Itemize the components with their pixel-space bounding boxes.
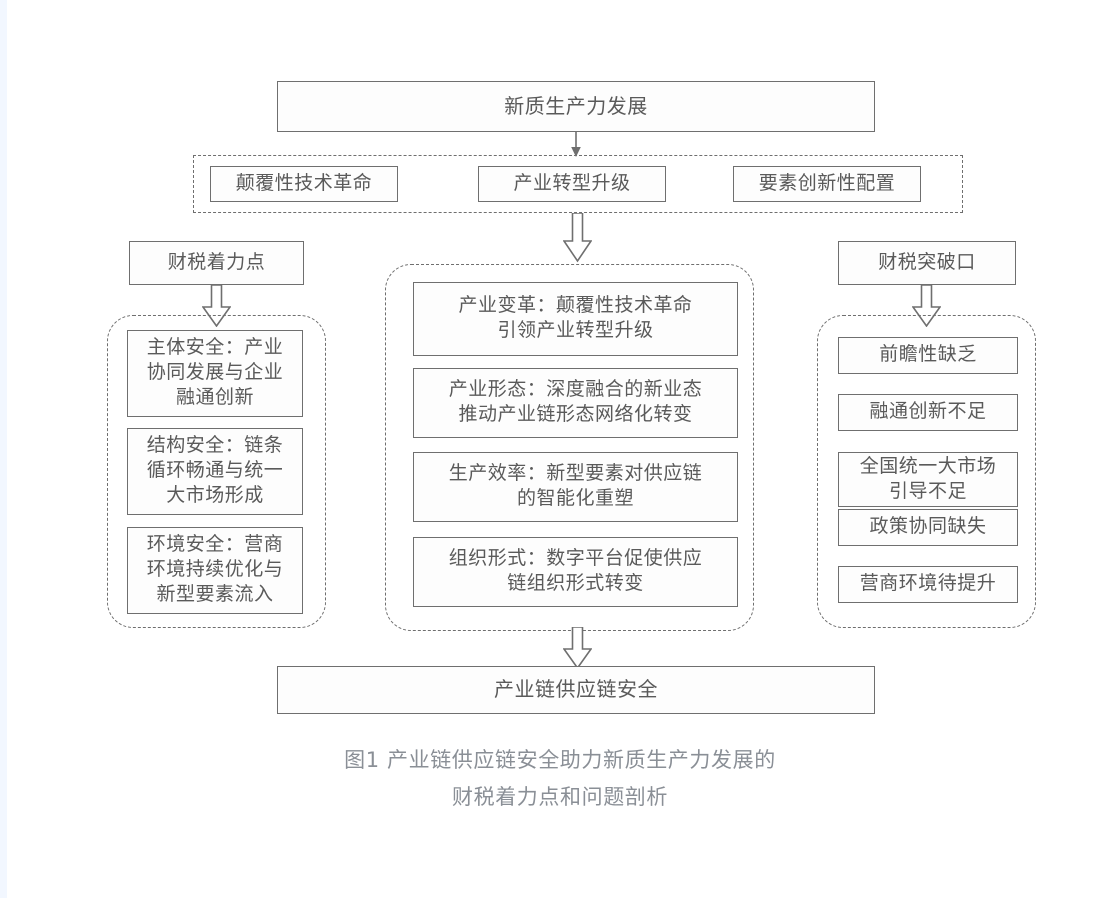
node-right-2-line-1: 引导不足 — [888, 480, 967, 502]
node-right-0-line-0: 前瞻性缺乏 — [879, 344, 977, 366]
node-left-1-line-0: 结构安全：链条 — [146, 435, 284, 457]
node-right-policy-coordination: 政策协同缺失 — [838, 509, 1018, 546]
node-center-3-line-0: 组织形式：数字平台促使供应 — [448, 548, 703, 570]
node-left-0-line-2: 融通创新 — [175, 386, 254, 408]
node-left-0-line-1: 协同发展与企业 — [146, 362, 284, 384]
node-bottom-label: 产业链供应链安全 — [494, 679, 658, 701]
node-tier-1-label: 产业转型升级 — [513, 172, 631, 194]
node-left-0-line-0: 主体安全：产业 — [146, 337, 284, 359]
node-left-2-line-1: 环境持续优化与 — [146, 559, 284, 581]
node-center-2-line-0: 生产效率：新型要素对供应链 — [448, 463, 703, 485]
center-dashed-container — [385, 264, 754, 631]
node-top-label: 新质生产力发展 — [504, 95, 648, 118]
node-left-1-line-2: 大市场形成 — [166, 484, 264, 506]
node-left-subject-security: 主体安全：产业 协同发展与企业 融通创新 — [127, 330, 303, 417]
node-left-1-line-1: 循环畅通与统一 — [146, 460, 284, 482]
node-center-production-efficiency: 生产效率：新型要素对供应链 的智能化重塑 — [413, 452, 738, 522]
left-dashed-container — [107, 315, 326, 628]
node-tier-industry-upgrade: 产业转型升级 — [478, 166, 666, 202]
node-center-industry-transformation: 产业变革：颠覆性技术革命 引领产业转型升级 — [413, 282, 738, 356]
node-center-2-line-1: 的智能化重塑 — [516, 488, 634, 509]
arrow-top-to-tier — [568, 132, 584, 158]
node-left-environment-security: 环境安全：营商 环境持续优化与 新型要素流入 — [127, 527, 303, 614]
node-right-lack-foresight: 前瞻性缺乏 — [838, 337, 1018, 374]
node-bottom-supply-chain-security: 产业链供应链安全 — [277, 666, 875, 714]
node-center-0-line-1: 引领产业转型升级 — [497, 320, 654, 341]
node-right-insufficient-innovation: 融通创新不足 — [838, 394, 1018, 431]
node-left-head-label: 财税着力点 — [167, 251, 266, 273]
node-tier-disruptive-tech: 颠覆性技术革命 — [210, 166, 398, 202]
figure-caption: 图1 产业链供应链安全助力新质生产力发展的 财税着力点和问题剖析 — [0, 742, 1120, 816]
node-right-head-fiscal-breakthrough: 财税突破口 — [838, 241, 1016, 285]
page-edge-strip — [0, 0, 7, 898]
node-center-0-line-0: 产业变革：颠覆性技术革命 — [458, 295, 693, 317]
node-left-2-line-2: 新型要素流入 — [156, 583, 274, 605]
node-left-head-fiscal-focus: 财税着力点 — [129, 241, 304, 285]
node-top-new-quality-productivity: 新质生产力发展 — [277, 81, 875, 132]
node-tier-factor-allocation: 要素创新性配置 — [733, 166, 921, 202]
node-center-3-line-1: 链组织形式转变 — [507, 573, 644, 594]
node-left-structure-security: 结构安全：链条 循环畅通与统一 大市场形成 — [127, 428, 303, 515]
node-right-business-environment: 营商环境待提升 — [838, 566, 1018, 603]
node-center-organization-form: 组织形式：数字平台促使供应 链组织形式转变 — [413, 537, 738, 607]
arrow-tier-to-center — [563, 213, 592, 263]
node-right-3-line-0: 政策协同缺失 — [869, 516, 987, 538]
node-center-industry-form: 产业形态：深度融合的新业态 推动产业链形态网络化转变 — [413, 368, 738, 438]
figure-caption-line-2: 财税着力点和问题剖析 — [452, 784, 668, 809]
right-dashed-container — [817, 315, 1036, 628]
node-right-unified-market-guidance: 全国统一大市场 引导不足 — [838, 452, 1018, 507]
node-center-1-line-0: 产业形态：深度融合的新业态 — [448, 379, 703, 401]
node-right-head-label: 财税突破口 — [878, 251, 976, 273]
figure-caption-line-1: 图1 产业链供应链安全助力新质生产力发展的 — [344, 748, 776, 772]
node-right-4-line-0: 营商环境待提升 — [859, 573, 997, 595]
node-tier-2-label: 要素创新性配置 — [758, 172, 896, 194]
node-center-1-line-1: 推动产业链形态网络化转变 — [458, 404, 693, 425]
arrow-center-to-bottom — [563, 627, 592, 669]
node-right-1-line-0: 融通创新不足 — [869, 401, 987, 423]
node-right-2-line-0: 全国统一大市场 — [859, 455, 997, 477]
node-left-2-line-0: 环境安全：营商 — [146, 534, 284, 556]
node-tier-0-label: 颠覆性技术革命 — [235, 172, 373, 194]
